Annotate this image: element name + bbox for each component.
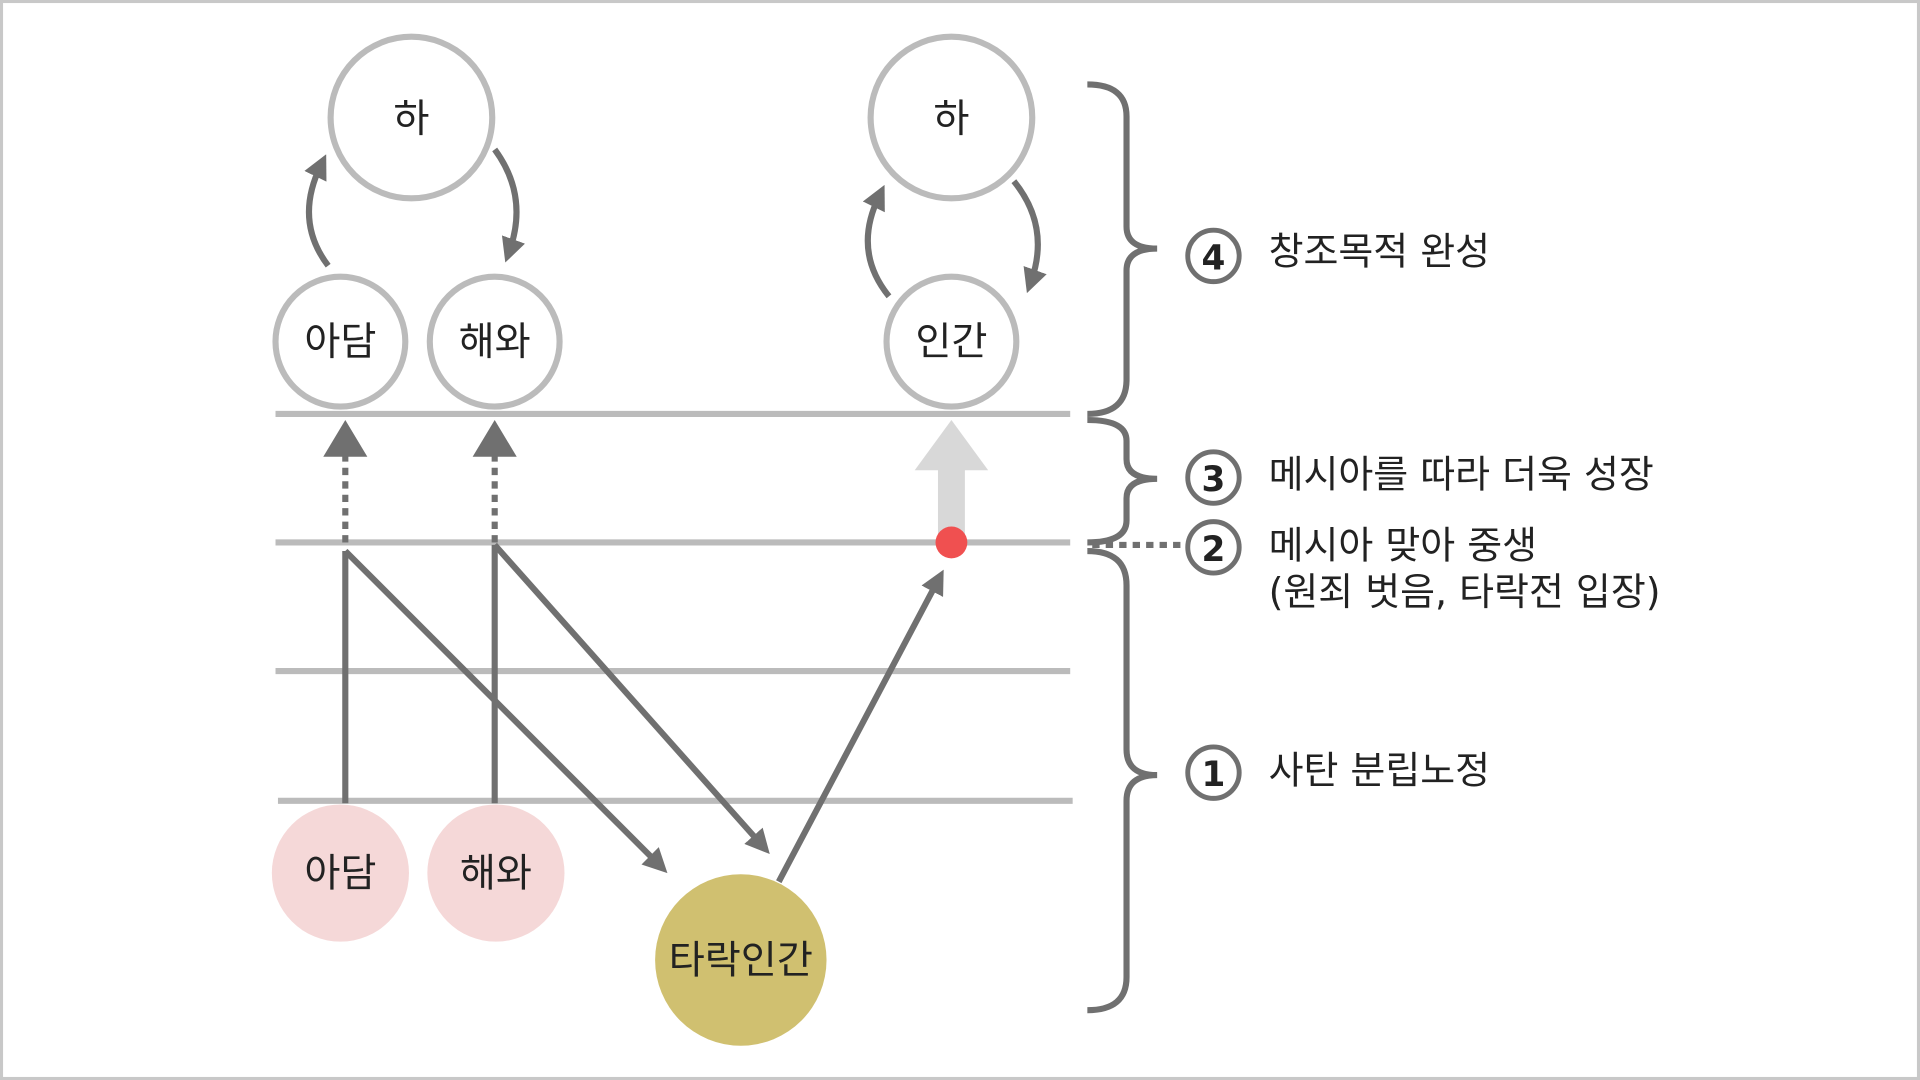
human-circle-top [883, 273, 1020, 410]
rebirth-point [935, 526, 968, 559]
stage-label: 메시아 맞아 중생 [1269, 523, 1537, 567]
stage-number-badge [1185, 227, 1242, 285]
stage-2: 2 메시아 맞아 중생 (원죄 벗음, 타락전 입장) [1185, 519, 1661, 614]
fallen-human-label: 타락인간 [669, 938, 813, 983]
cycle-arrow-up-right [862, 184, 892, 299]
god-label-left: 하 [393, 97, 429, 142]
cycle-arrow-down-right [1011, 179, 1047, 294]
stage-4: 4 창조목적 완성 [1185, 227, 1490, 285]
brace-stage-4 [1087, 81, 1158, 417]
stage-1: 1 사탄 분립노정 [1185, 744, 1490, 801]
fallen-human-circle [655, 874, 827, 1046]
eve-circle-bottom [427, 804, 565, 942]
adam-label-top: 아담 [304, 320, 376, 365]
arrowhead-adam [323, 420, 368, 457]
stage-number-badge [1185, 744, 1242, 801]
adam-to-fallen-arrow [343, 548, 668, 874]
human-label-top: 인간 [915, 320, 987, 365]
stage-number-badge [1185, 449, 1242, 506]
stage-number-badge [1185, 519, 1242, 576]
eve-circle-top [426, 273, 563, 410]
cycle-arrow-up-left [304, 154, 331, 268]
growth-arrow-head [914, 420, 989, 471]
eve-label-bottom: 해와 [460, 852, 532, 897]
stage-3: 3 메시아를 따라 더욱 성장 [1185, 449, 1654, 506]
brace-stage-1 [1087, 547, 1158, 1014]
god-label-right: 하 [933, 97, 969, 142]
god-circle-right [867, 33, 1036, 202]
adam-circle-top [272, 273, 409, 410]
eve-to-fallen-arrow [492, 542, 770, 855]
stage-sublabel: (원죄 벗음, 타락전 입장) [1269, 570, 1661, 614]
cycle-arrow-down-left [492, 147, 526, 263]
stage-number: 4 [1202, 238, 1226, 278]
stage-label: 메시아를 따라 더욱 성장 [1269, 452, 1654, 496]
stage-number: 1 [1202, 755, 1226, 795]
adam-circle-bottom [271, 804, 409, 942]
stage-number: 2 [1202, 530, 1226, 570]
stage-label: 창조목적 완성 [1269, 229, 1490, 273]
adam-label-bottom: 아담 [304, 852, 376, 897]
brace-stage-3 [1087, 416, 1158, 546]
fallen-to-rebirth-arrow [776, 569, 944, 884]
arrowhead-eve [472, 420, 517, 457]
god-circle-left [327, 33, 496, 202]
stage-label: 사탄 분립노정 [1269, 749, 1490, 793]
stage-number: 3 [1202, 460, 1226, 500]
eve-label-top: 해와 [459, 320, 531, 365]
